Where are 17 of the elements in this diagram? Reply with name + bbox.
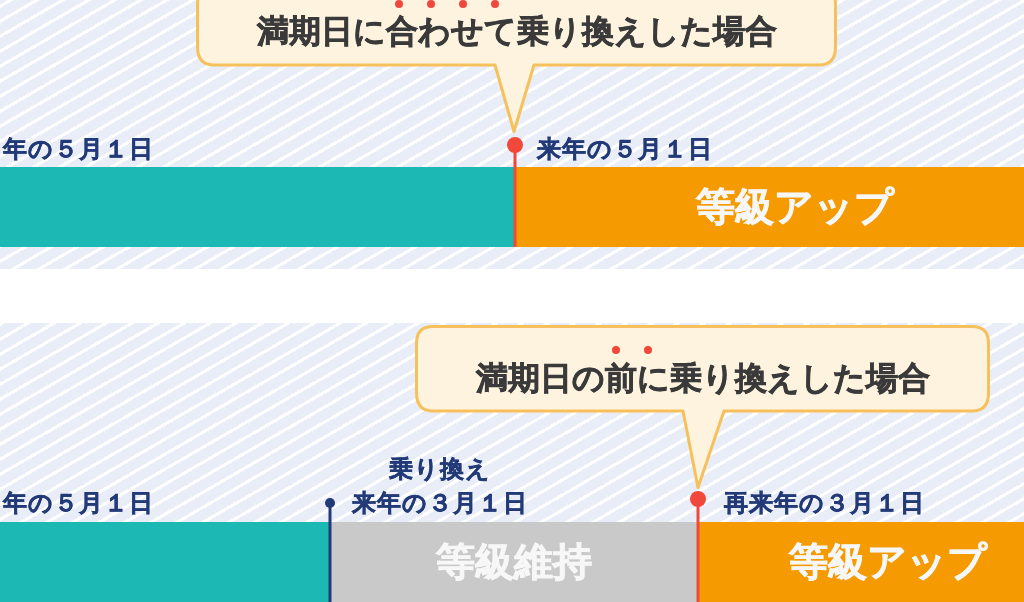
timeline-bar bbox=[0, 522, 330, 602]
speech-bubble bbox=[415, 325, 990, 489]
bar-label: 等級アップ bbox=[789, 538, 987, 586]
timeline-bar bbox=[698, 522, 1024, 602]
date-label: 年の５月１日 bbox=[3, 489, 154, 518]
timeline-bar bbox=[0, 167, 515, 247]
date-label: 再来年の３月１日 bbox=[724, 489, 925, 518]
date-label: 来年の３月１日 bbox=[352, 489, 528, 518]
timeline-bar bbox=[330, 522, 698, 602]
timeline-bar bbox=[515, 167, 1024, 247]
event-label: 乗り換え bbox=[389, 455, 491, 484]
speech-bubble bbox=[196, 0, 837, 133]
callout-text: 満期日に合わせて乗り換えした場合 bbox=[256, 13, 777, 49]
date-label: 来年の５月１日 bbox=[537, 135, 713, 164]
bar-label: 等級アップ bbox=[695, 183, 894, 231]
date-label: 年の５月１日 bbox=[3, 135, 154, 164]
callout-text: 満期日の前に乗り換えした場合 bbox=[475, 360, 930, 396]
